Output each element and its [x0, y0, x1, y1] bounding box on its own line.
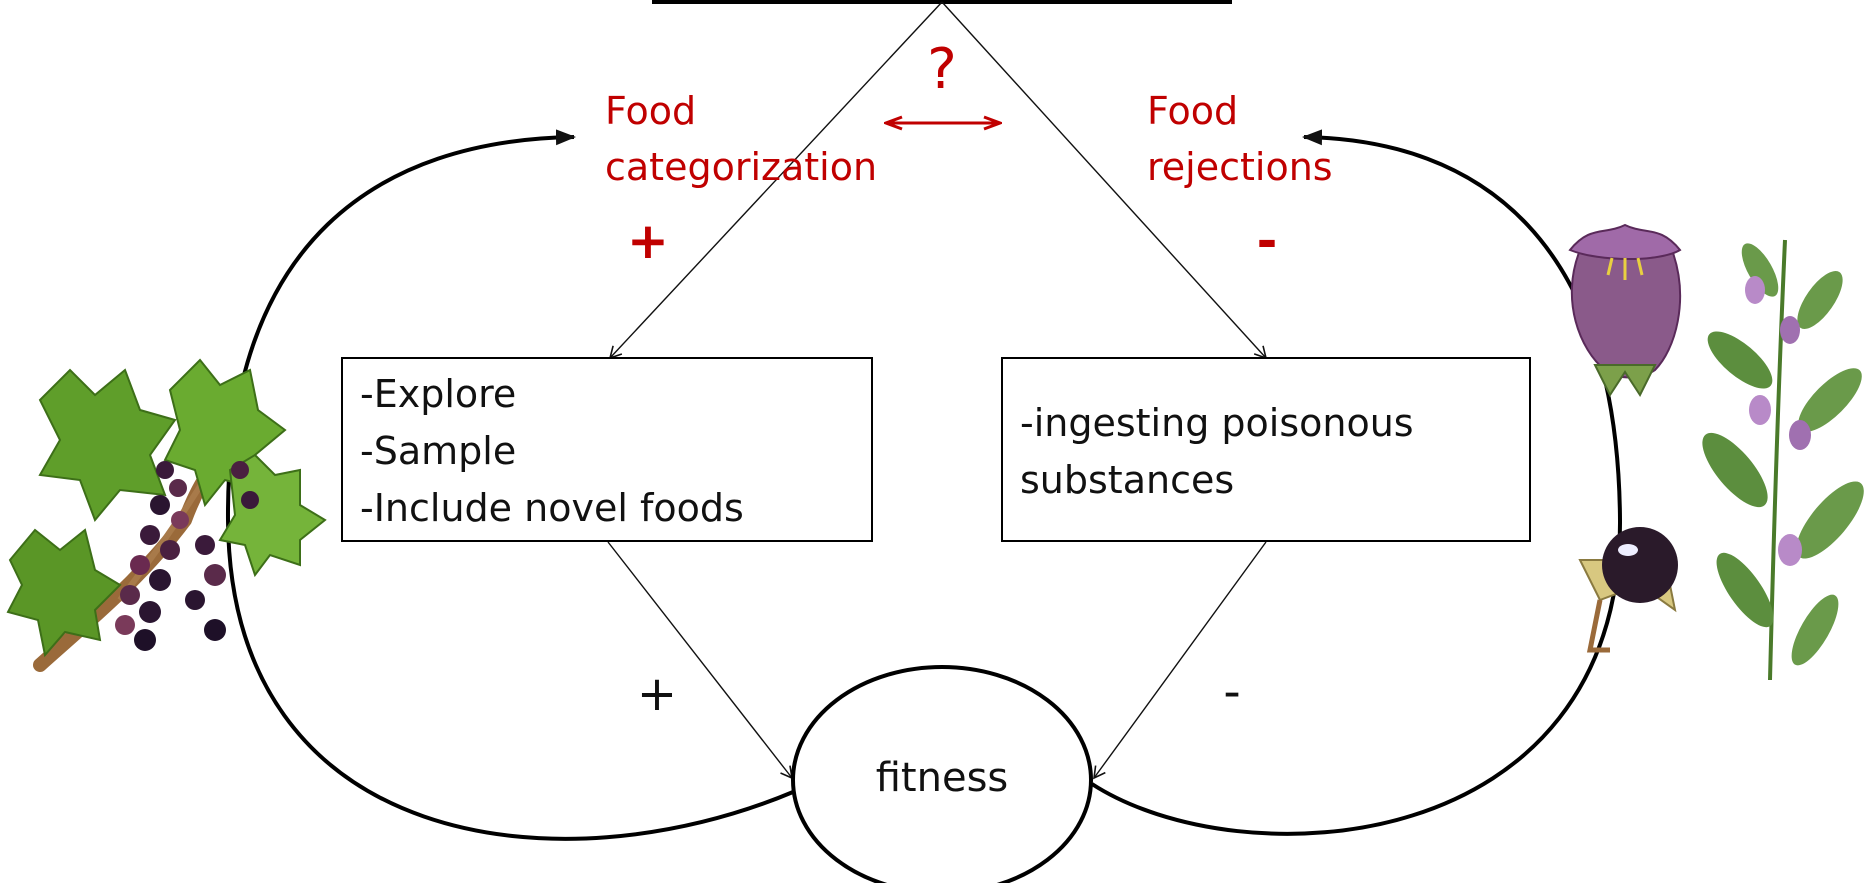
right-bottom-sign: -: [1223, 664, 1240, 720]
left-feedback-loop: [225, 129, 794, 841]
food-categorization-label-line2: categorization: [605, 145, 877, 189]
left-top-sign: +: [627, 212, 669, 270]
food-rejections-label-line2: rejections: [1147, 145, 1333, 189]
left-box-to-fitness-arrow: [607, 541, 794, 780]
right-top-sign: -: [1257, 212, 1278, 270]
right-box-line-1: -ingesting poisonous: [1020, 401, 1414, 445]
question-mark: ?: [927, 37, 957, 102]
belladonna-illustration: [1568, 223, 1864, 681]
food-rejections-label-line1: Food: [1147, 89, 1238, 133]
food-categorization-label-line1: Food: [605, 89, 696, 133]
fitness-label: fitness: [876, 755, 1009, 801]
left-bottom-sign: +: [637, 666, 677, 722]
left-behavior-box: [341, 357, 873, 542]
right-behavior-box: [1001, 357, 1531, 542]
right-box-to-fitness-arrow: [1093, 541, 1267, 780]
apex-to-right-box-arrow: [941, 1, 1268, 360]
left-box-line-1: -Explore: [360, 372, 516, 416]
apex-to-left-box-arrow: [608, 1, 943, 360]
fitness-node: [791, 665, 1093, 883]
top-box: [652, 0, 1232, 4]
left-box-line-2: -Sample: [360, 429, 516, 473]
right-box-line-2: substances: [1020, 458, 1234, 502]
blackcurrant-illustration: [6, 358, 327, 672]
left-box-line-3: -Include novel foods: [360, 486, 744, 530]
